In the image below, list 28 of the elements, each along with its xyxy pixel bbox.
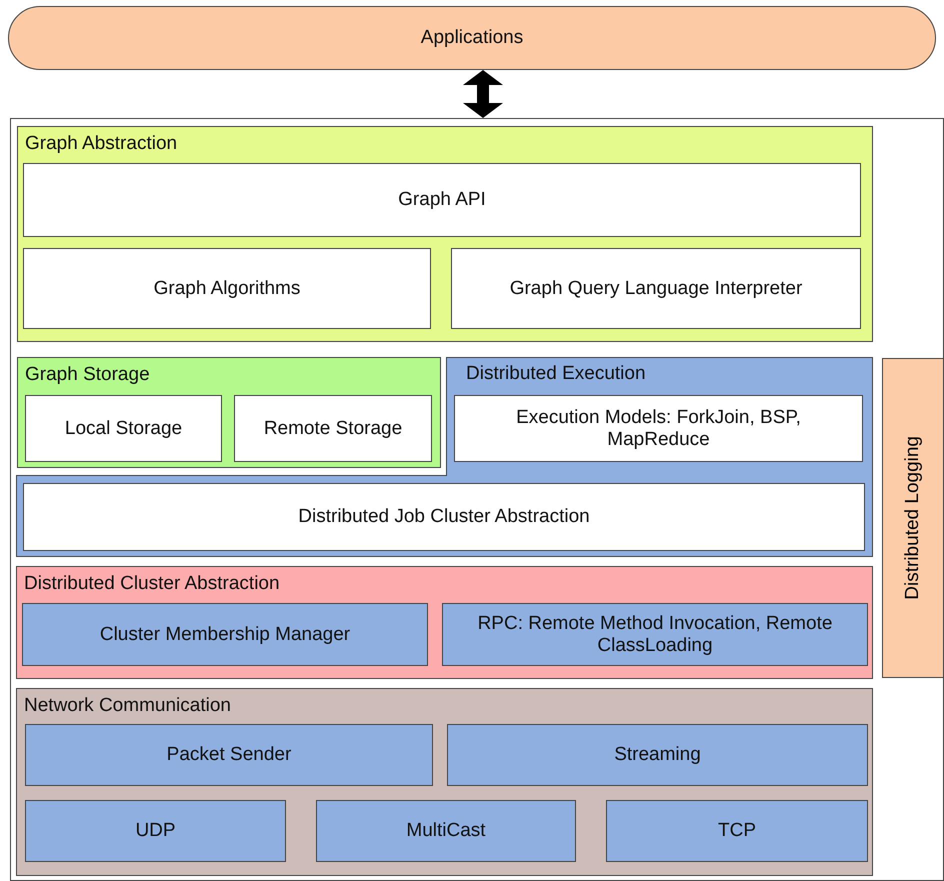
side-panel-label: Distributed Logging bbox=[902, 436, 924, 600]
container-frame bbox=[10, 118, 944, 881]
component-box: Graph Algorithms bbox=[23, 248, 431, 329]
layer-panel bbox=[16, 688, 873, 876]
layer-title: Distributed Cluster Abstraction bbox=[24, 573, 280, 595]
layer-panel bbox=[16, 357, 873, 557]
component-box: TCP bbox=[606, 800, 868, 862]
component-box: MultiCast bbox=[316, 800, 576, 862]
layer-title: Graph Abstraction bbox=[25, 133, 178, 155]
component-box: Graph Query Language Interpreter bbox=[451, 248, 861, 329]
component-box: Cluster Membership Manager bbox=[22, 603, 428, 666]
component-box: Execution Models: ForkJoin, BSP, MapReduce bbox=[454, 395, 863, 462]
layer-panel bbox=[16, 566, 873, 679]
layer-title: Distributed Execution bbox=[466, 363, 646, 385]
layer-panel bbox=[17, 357, 441, 468]
layer-pill: Applications bbox=[8, 6, 936, 70]
component-box: Graph API bbox=[23, 163, 861, 237]
component-box: Packet Sender bbox=[25, 724, 433, 786]
component-box: Distributed Job Cluster Abstraction bbox=[23, 483, 865, 551]
component-box: UDP bbox=[25, 800, 286, 862]
component-box: Streaming bbox=[447, 724, 868, 786]
side-panel bbox=[882, 358, 944, 678]
layer-title: Network Communication bbox=[24, 695, 231, 717]
layer-panel bbox=[17, 126, 873, 342]
component-box: Remote Storage bbox=[234, 395, 432, 462]
component-box: RPC: Remote Method Invocation, Remote ClassLoading bbox=[442, 603, 868, 666]
component-box: Local Storage bbox=[25, 395, 222, 462]
layer-title: Graph Storage bbox=[25, 364, 150, 386]
